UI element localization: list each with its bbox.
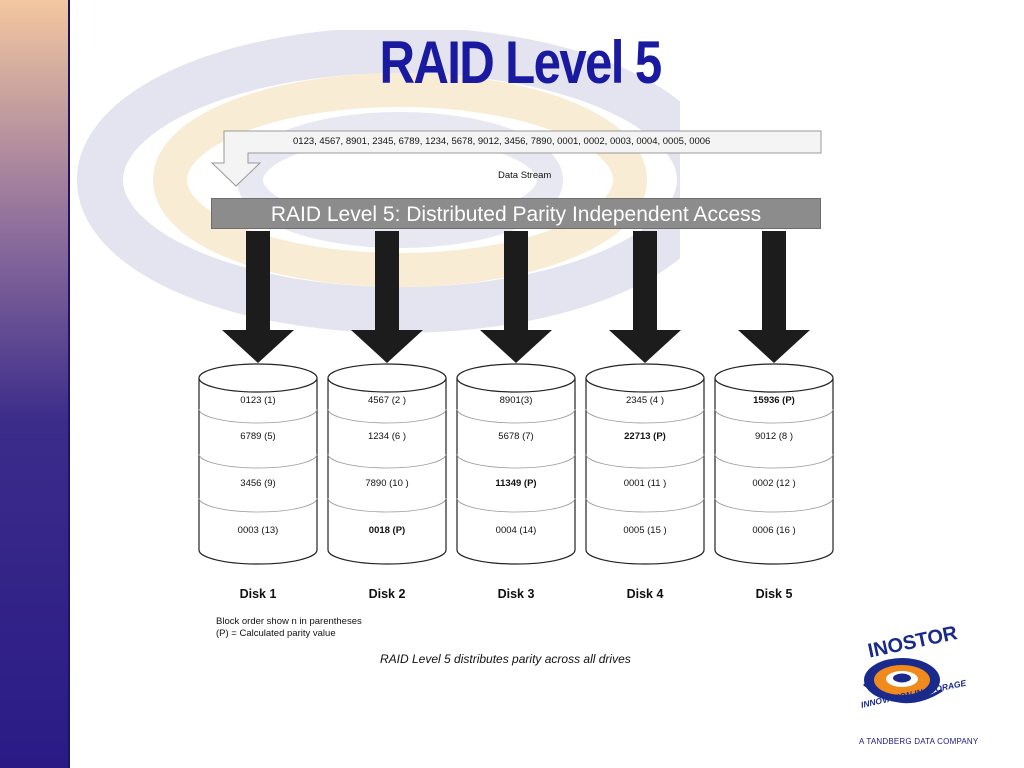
arrow-disk-3 bbox=[480, 231, 552, 363]
disk-cylinder-3 bbox=[456, 363, 576, 565]
block-disk3-2: 5678 (7) bbox=[498, 431, 534, 442]
disk-label-5: Disk 5 bbox=[755, 587, 793, 601]
block-disk4-2: 22713 (P) bbox=[624, 431, 666, 442]
data-stream-values: 0123, 4567, 8901, 2345, 6789, 1234, 5678… bbox=[293, 136, 711, 147]
page-title: RAID Level 5 bbox=[379, 29, 662, 96]
disk-cylinder-1 bbox=[198, 363, 318, 565]
data-stream-label: Data Stream bbox=[498, 170, 552, 181]
note-parity: (P) = Calculated parity value bbox=[216, 628, 336, 639]
block-disk2-4: 0018 (P) bbox=[368, 525, 406, 536]
sidebar-gradient bbox=[0, 0, 68, 768]
background-swirl bbox=[77, 30, 680, 333]
caption: RAID Level 5 distributes parity across a… bbox=[380, 652, 631, 666]
logo-subtitle: A TANDBERG DATA COMPANY bbox=[859, 737, 979, 746]
block-disk4-1: 2345 (4 ) bbox=[625, 395, 665, 406]
note-block-order: Block order show n in parentheses bbox=[216, 616, 362, 627]
inostor-logo bbox=[863, 658, 943, 704]
block-disk2-1: 4567 (2 ) bbox=[367, 395, 407, 406]
disk-label-2: Disk 2 bbox=[368, 587, 406, 601]
raid-banner: RAID Level 5: Distributed Parity Indepen… bbox=[211, 198, 821, 229]
arrow-disk-1 bbox=[222, 231, 294, 363]
block-disk4-3: 0001 (11 ) bbox=[623, 478, 667, 489]
block-disk2-3: 7890 (10 ) bbox=[365, 478, 409, 489]
block-disk1-3: 3456 (9) bbox=[240, 478, 276, 489]
block-disk1-1: 0123 (1) bbox=[240, 395, 276, 406]
block-disk3-3: 11349 (P) bbox=[495, 478, 537, 489]
disk-label-4: Disk 4 bbox=[626, 587, 664, 601]
block-disk1-2: 6789 (5) bbox=[240, 431, 276, 442]
disk-cylinder-4 bbox=[585, 363, 705, 565]
distribution-arrows bbox=[222, 231, 810, 363]
arrow-disk-2 bbox=[351, 231, 423, 363]
data-stream-arrow bbox=[210, 130, 822, 187]
block-disk5-4: 0006 (16 ) bbox=[752, 525, 796, 536]
block-disk5-1: 15936 (P) bbox=[753, 395, 795, 406]
block-disk3-1: 8901(3) bbox=[499, 395, 533, 406]
disk-cylinder-2 bbox=[327, 363, 447, 565]
block-disk5-3: 0002 (12 ) bbox=[752, 478, 796, 489]
arrow-disk-5 bbox=[738, 231, 810, 363]
arrow-disk-4 bbox=[609, 231, 681, 363]
block-disk2-2: 1234 (6 ) bbox=[367, 431, 407, 442]
disk-label-1: Disk 1 bbox=[239, 587, 277, 601]
disk-cylinders bbox=[198, 363, 834, 565]
disk-cylinder-5 bbox=[714, 363, 834, 565]
block-disk1-4: 0003 (13) bbox=[237, 525, 279, 536]
disk-label-3: Disk 3 bbox=[497, 587, 535, 601]
block-disk5-2: 9012 (8 ) bbox=[754, 431, 794, 442]
sidebar-edge bbox=[68, 0, 70, 768]
block-disk4-4: 0005 (15 ) bbox=[623, 525, 667, 536]
block-disk3-4: 0004 (14) bbox=[495, 525, 537, 536]
